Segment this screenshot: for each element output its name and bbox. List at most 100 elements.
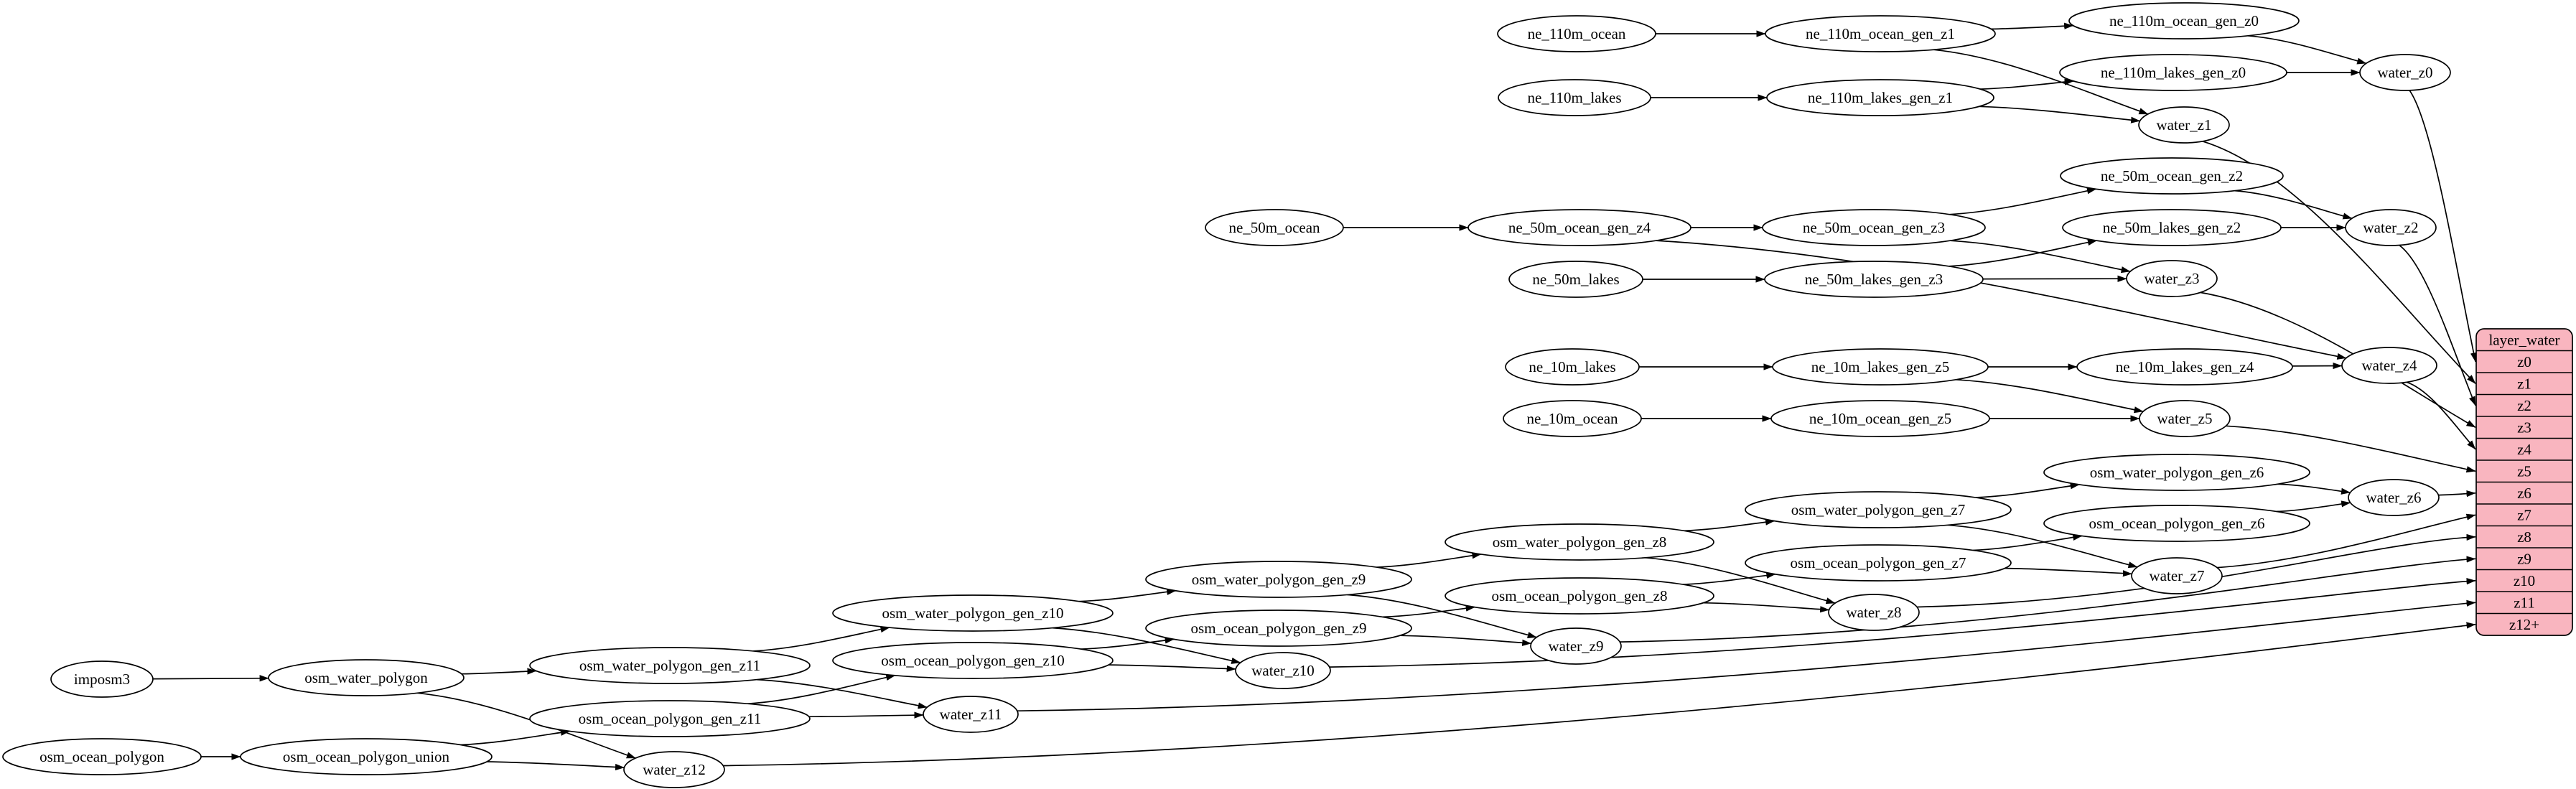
layer_water-row-z1: z1: [2517, 375, 2531, 392]
osm_water_polygon_gen_z11-label: osm_water_polygon_gen_z11: [579, 657, 760, 674]
edge-osm_water_polygon_gen_z11-to-water_z11: [756, 678, 928, 709]
edge-osm_ocean_polygon_gen_z6-to-water_z6: [2276, 500, 2351, 513]
edge-water_z9-to-layer_water:z9: [1620, 556, 2476, 643]
node-osm_ocean_polygon_gen_z9: osm_ocean_polygon_gen_z9: [1145, 610, 1412, 647]
ne_10m_ocean_gen_z5-ellipse: [1770, 400, 1990, 437]
node-water_z11: water_z11: [923, 696, 1019, 733]
edge-osm_water_polygon_gen_z9-to-osm_water_polygon_gen_z8: [1376, 552, 1482, 568]
node-osm_ocean_polygon_gen_z10: osm_ocean_polygon_gen_z10: [832, 642, 1114, 679]
edge-osm_water_polygon-to-osm_water_polygon_gen_z11: [461, 668, 537, 675]
water_z7-label: water_z7: [2150, 567, 2205, 584]
water_z1-label: water_z1: [2157, 116, 2212, 134]
ne_50m_ocean-label: ne_50m_ocean: [1228, 219, 1320, 236]
node-osm_water_polygon_gen_z11: osm_water_polygon_gen_z11: [529, 647, 811, 684]
ne_10m_ocean_gen_z5-label: ne_10m_ocean_gen_z5: [1809, 410, 1951, 427]
edge-osm_ocean_polygon_gen_z8-to-water_z8: [1703, 602, 1830, 613]
node-ne_110m_lakes_gen_z0: ne_110m_lakes_gen_z0: [2059, 54, 2287, 91]
edge-water_z8-to-layer_water:z8: [1917, 533, 2476, 608]
node-ne_50m_lakes_gen_z2: ne_50m_lakes_gen_z2: [2062, 209, 2282, 246]
ne_10m_lakes_gen_z4-label: ne_10m_lakes_gen_z4: [2116, 358, 2254, 375]
ne_50m_ocean-ellipse: [1205, 209, 1344, 246]
edge-ne_110m_lakes_gen_z1-to-water_z1: [1979, 106, 2141, 123]
layer_water-row-z3: z3: [2517, 419, 2531, 436]
ne_10m_lakes_gen_z5-label: ne_10m_lakes_gen_z5: [1811, 358, 1949, 375]
water_z11-ellipse: [923, 696, 1019, 733]
edge-ne_50m_ocean_gen_z4-to-water_z4: [1656, 240, 2347, 360]
node-imposm3: imposm3: [50, 660, 154, 698]
ne_110m_lakes_gen_z1-ellipse: [1766, 79, 1994, 116]
ne_50m_ocean_gen_z4-label: ne_50m_ocean_gen_z4: [1508, 219, 1651, 236]
water_z6-ellipse: [2348, 479, 2440, 516]
layer_water-row-z2: z2: [2517, 397, 2531, 414]
node-osm_water_polygon_gen_z9: osm_water_polygon_gen_z9: [1145, 561, 1412, 598]
node-ne_50m_ocean: ne_50m_ocean: [1205, 209, 1344, 246]
osm_water_polygon_gen_z7-label: osm_water_polygon_gen_z7: [1791, 501, 1966, 518]
edge-osm_water_polygon_gen_z10-to-osm_water_polygon_gen_z9: [1078, 588, 1177, 602]
edge-water_z11-to-layer_water:z11: [1017, 599, 2476, 712]
water_z5-label: water_z5: [2157, 410, 2213, 427]
osm_water_polygon_gen_z10-label: osm_water_polygon_gen_z10: [882, 604, 1063, 622]
water_z3-label: water_z3: [2145, 270, 2200, 287]
node-ne_110m_ocean_gen_z0: ne_110m_ocean_gen_z0: [2068, 2, 2300, 39]
node-water_z2: water_z2: [2345, 209, 2437, 246]
node-ne_50m_ocean_gen_z2: ne_50m_ocean_gen_z2: [2060, 157, 2284, 195]
edge-ne_50m_ocean_gen_z2-to-water_z2: [2234, 190, 2353, 220]
node-ne_50m_lakes_gen_z3: ne_50m_lakes_gen_z3: [1764, 261, 1984, 298]
node-ne_50m_lakes: ne_50m_lakes: [1508, 261, 1643, 298]
ne_110m_lakes_gen_z0-label: ne_110m_lakes_gen_z0: [2101, 64, 2246, 81]
osm_ocean_polygon_union-label: osm_ocean_polygon_union: [283, 748, 450, 765]
osm_ocean_polygon-ellipse: [2, 738, 202, 775]
osm_ocean_polygon-label: osm_ocean_polygon: [39, 748, 164, 765]
osm_ocean_polygon_gen_z10-ellipse: [832, 642, 1114, 679]
layer_water-row-z7: z7: [2517, 506, 2531, 523]
layer_water-row-z8: z8: [2517, 528, 2531, 546]
ne_110m_ocean-label: ne_110m_ocean: [1528, 25, 1626, 42]
edge-water_z2-to-layer_water:z2: [2399, 244, 2476, 406]
edge-ne_10m_lakes_gen_z5-to-water_z5: [1956, 378, 2144, 414]
water_z4-label: water_z4: [2362, 357, 2417, 374]
water_z8-ellipse: [1828, 594, 1920, 631]
ne_50m_lakes_gen_z3-ellipse: [1764, 261, 1984, 298]
ne_110m_ocean-ellipse: [1497, 15, 1656, 52]
osm_water_polygon_gen_z7-ellipse: [1745, 491, 2012, 528]
node-osm_ocean_polygon_gen_z11: osm_ocean_polygon_gen_z11: [529, 700, 811, 737]
node-osm_water_polygon_gen_z6: osm_water_polygon_gen_z6: [2043, 454, 2310, 491]
edge-osm_water_polygon_gen_z8-to-osm_water_polygon_gen_z7: [1684, 518, 1775, 532]
water_z6-label: water_z6: [2366, 489, 2422, 506]
edge-osm_ocean_polygon_gen_z9-to-osm_ocean_polygon_gen_z8: [1382, 604, 1475, 618]
node-osm_ocean_polygon_union: osm_ocean_polygon_union: [240, 738, 493, 775]
layer_water-row-z6: z6: [2517, 485, 2531, 502]
water_z12-ellipse: [623, 751, 725, 788]
water_z2-label: water_z2: [2363, 219, 2419, 236]
osm_water_polygon-label: osm_water_polygon: [304, 669, 428, 686]
ne_10m_ocean-ellipse: [1503, 400, 1642, 437]
water_z5-ellipse: [2139, 400, 2231, 437]
osm_water_polygon_gen_z6-label: osm_water_polygon_gen_z6: [2090, 464, 2264, 481]
edge-osm_ocean_polygon_gen_z9-to-water_z9: [1399, 635, 1532, 646]
osm_water_polygon_gen_z9-ellipse: [1145, 561, 1412, 598]
edge-ne_50m_ocean_gen_z3-to-ne_50m_ocean_gen_z2: [1949, 187, 2096, 215]
ne_110m_ocean_gen_z1-ellipse: [1765, 15, 1996, 52]
node-water_z4: water_z4: [2341, 347, 2437, 384]
ne_50m_ocean_gen_z3-ellipse: [1762, 209, 1986, 246]
layer_water-row-z9: z9: [2517, 550, 2531, 567]
ne_110m_ocean_gen_z1-label: ne_110m_ocean_gen_z1: [1806, 25, 1955, 42]
osm_water_polygon_gen_z10-ellipse: [832, 594, 1114, 632]
node-water_z9: water_z9: [1530, 627, 1622, 665]
edge-osm_water_polygon_gen_z6-to-water_z6: [2277, 483, 2351, 495]
node-water_z1: water_z1: [2138, 106, 2230, 144]
water_z12-label: water_z12: [643, 761, 705, 778]
edge-water_z3-to-layer_water:z3: [2200, 291, 2476, 429]
layer_water-row-z0: z0: [2517, 353, 2531, 370]
osm_ocean_polygon_gen_z9-ellipse: [1145, 610, 1412, 647]
ne_110m_lakes_gen_z0-ellipse: [2059, 54, 2287, 91]
edge-water_z4-to-layer_water:z4: [2406, 381, 2476, 450]
node-osm_water_polygon_gen_z8: osm_water_polygon_gen_z8: [1445, 523, 1714, 561]
ne_110m_lakes-label: ne_110m_lakes: [1527, 89, 1621, 106]
node-osm_water_polygon_gen_z10: osm_water_polygon_gen_z10: [832, 594, 1114, 632]
edge-osm_water_polygon_gen_z7-to-water_z7: [1947, 524, 2138, 569]
imposm3-ellipse: [50, 660, 154, 698]
node-water_z10: water_z10: [1235, 652, 1331, 689]
edge-osm_water_polygon_gen_z7-to-osm_water_polygon_gen_z6: [1975, 482, 2080, 498]
